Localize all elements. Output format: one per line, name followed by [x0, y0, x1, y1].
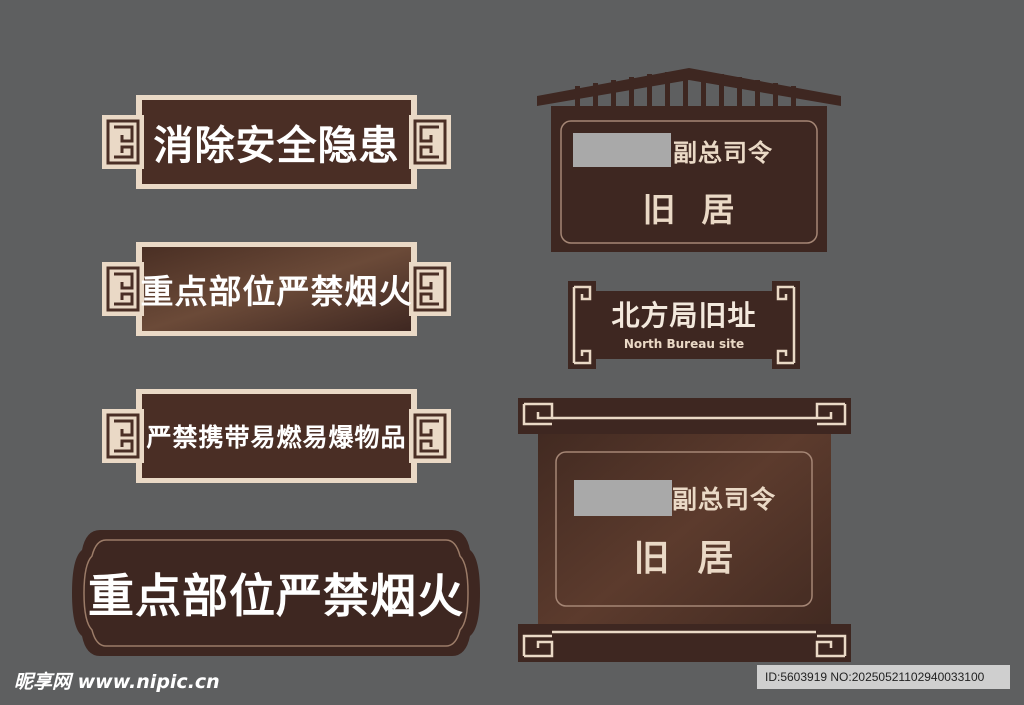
residence-sign-house: 副总司令 旧 居	[535, 66, 843, 253]
sign-text-1: 消除安全隐患	[153, 123, 400, 169]
bureau-title: 北方局旧址	[611, 299, 757, 332]
sign-text-3: 严禁携带易燃易爆物品	[146, 423, 407, 452]
site-watermark: 昵享网 www.nipic.cn	[14, 671, 220, 693]
large-sign-line2: 旧 居	[633, 537, 735, 579]
large-sign-line1: 副总司令	[672, 485, 777, 514]
residence-sign-large: 副总司令 旧 居	[516, 396, 853, 664]
redacted-name-box	[573, 133, 671, 167]
plaque-frame-1	[102, 95, 451, 189]
safety-sign-1: 消除安全隐患	[100, 93, 453, 191]
sign-text-4: 重点部位严禁烟火	[88, 569, 464, 623]
bureau-sign: 北方局旧址 North Bureau site	[566, 279, 802, 371]
bureau-subtitle: North Bureau site	[623, 337, 745, 351]
safety-sign-2: 重点部位严禁烟火	[100, 240, 453, 338]
plaque-frame-4	[72, 530, 480, 656]
redacted-name-box-large	[574, 480, 672, 516]
sign-text-2: 重点部位严禁烟火	[140, 272, 413, 311]
image-id-bar: ID:5603919 NO:20250521102940033100	[757, 665, 1010, 689]
house-sign-line2: 旧 居	[642, 190, 736, 229]
house-sign-line1: 副总司令	[673, 137, 773, 167]
plaque-frame-2	[102, 242, 451, 336]
plaque-frame-3	[102, 389, 451, 483]
large-sign-frame	[518, 398, 851, 662]
safety-sign-3: 严禁携带易燃易爆物品	[100, 387, 453, 485]
bureau-frame	[568, 281, 800, 369]
safety-sign-4: 重点部位严禁烟火	[70, 528, 482, 658]
